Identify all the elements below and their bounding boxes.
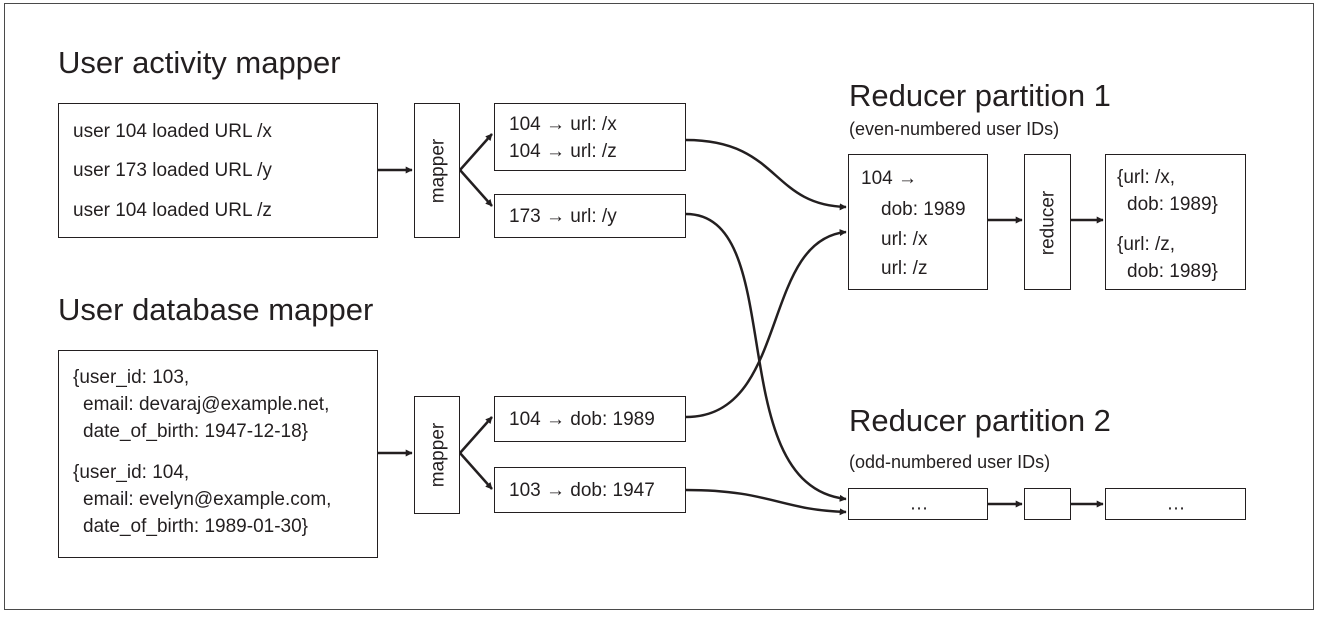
arrow-activity-odd-to-partition2 [685,212,847,502]
activity-output-record: 104 → url: /x [509,114,617,135]
database-input-box: {user_id: 103, email: devaraj@example.ne… [58,350,378,558]
arrow-database-odd-to-partition2 [685,488,847,516]
activity-mapper-box: mapper [414,103,460,238]
user-activity-mapper-title: User activity mapper [58,45,341,80]
database-record-line: {user_id: 103, [73,367,190,388]
partition1-reducer-label: reducer [1037,190,1059,256]
partition2-grouped-box: … [848,488,988,520]
database-record-line: date_of_birth: 1989-01-30} [83,516,309,537]
database-output-even-box: 104 → dob: 1989 [494,396,686,442]
database-record-line: date_of_birth: 1947-12-18} [83,421,309,442]
partition1-output-line: dob: 1989} [1127,261,1218,282]
reducer-partition-1-note: (even-numbered user IDs) [849,119,1060,139]
arrow-database-even-to-partition1 [685,229,847,419]
partition2-grouped-ellipsis: … [909,493,929,515]
partition1-output-box: {url: /x, dob: 1989} {url: /z, dob: 1989… [1105,154,1246,290]
database-record-line: email: evelyn@example.com, [83,489,332,510]
database-output-odd-box: 103 → dob: 1947 [494,467,686,513]
activity-record: user 104 loaded URL /z [73,200,272,221]
database-output-record: 104 → dob: 1989 [509,409,655,430]
diagram-frame [4,3,1314,610]
database-record-line: {user_id: 104, [73,462,190,483]
partition1-grouped-value: dob: 1989 [881,199,966,220]
partition2-output-ellipsis: … [1166,493,1186,515]
activity-output-odd-box: 173 → url: /y [494,194,686,238]
activity-input-box: user 104 loaded URL /x user 173 loaded U… [58,103,378,238]
partition2-reducer-box [1024,488,1071,520]
arrow-activity-even-to-partition1 [685,138,847,211]
user-database-mapper-title: User database mapper [58,292,374,327]
reducer-partition-2-title: Reducer partition 2 [849,403,1111,438]
activity-output-record: 173 → url: /y [509,206,617,227]
activity-output-even-box: 104 → url: /x 104 → url: /z [494,103,686,171]
reducer-partition-2-note: (odd-numbered user IDs) [849,452,1051,472]
partition1-grouped-key: 104 → [861,168,917,189]
arrow-activity-mapper-to-odd [459,169,493,207]
arrow-database-mapper-to-even [459,416,493,454]
partition1-grouped-value: url: /z [881,258,928,279]
arrow-activity-mapper-to-even [459,133,493,171]
database-mapper-label: mapper [427,422,449,488]
database-output-record: 103 → dob: 1947 [509,480,655,501]
activity-output-record: 104 → url: /z [509,141,617,162]
partition1-output-line: dob: 1989} [1127,194,1218,215]
reducer-partition-1-title: Reducer partition 1 [849,78,1111,113]
activity-mapper-label: mapper [427,138,449,204]
partition1-grouped-box: 104 → dob: 1989 url: /x url: /z [848,154,988,290]
partition2-output-box: … [1105,488,1246,520]
arrow-database-mapper-to-odd [459,452,493,490]
activity-record: user 173 loaded URL /y [73,160,272,181]
partition1-grouped-value: url: /x [881,229,928,250]
partition1-reducer-box: reducer [1024,154,1071,290]
database-mapper-box: mapper [414,396,460,514]
database-record-line: email: devaraj@example.net, [83,394,330,415]
partition1-output-line: {url: /x, [1117,167,1176,188]
partition1-output-line: {url: /z, [1117,234,1176,255]
activity-record: user 104 loaded URL /x [73,121,272,142]
